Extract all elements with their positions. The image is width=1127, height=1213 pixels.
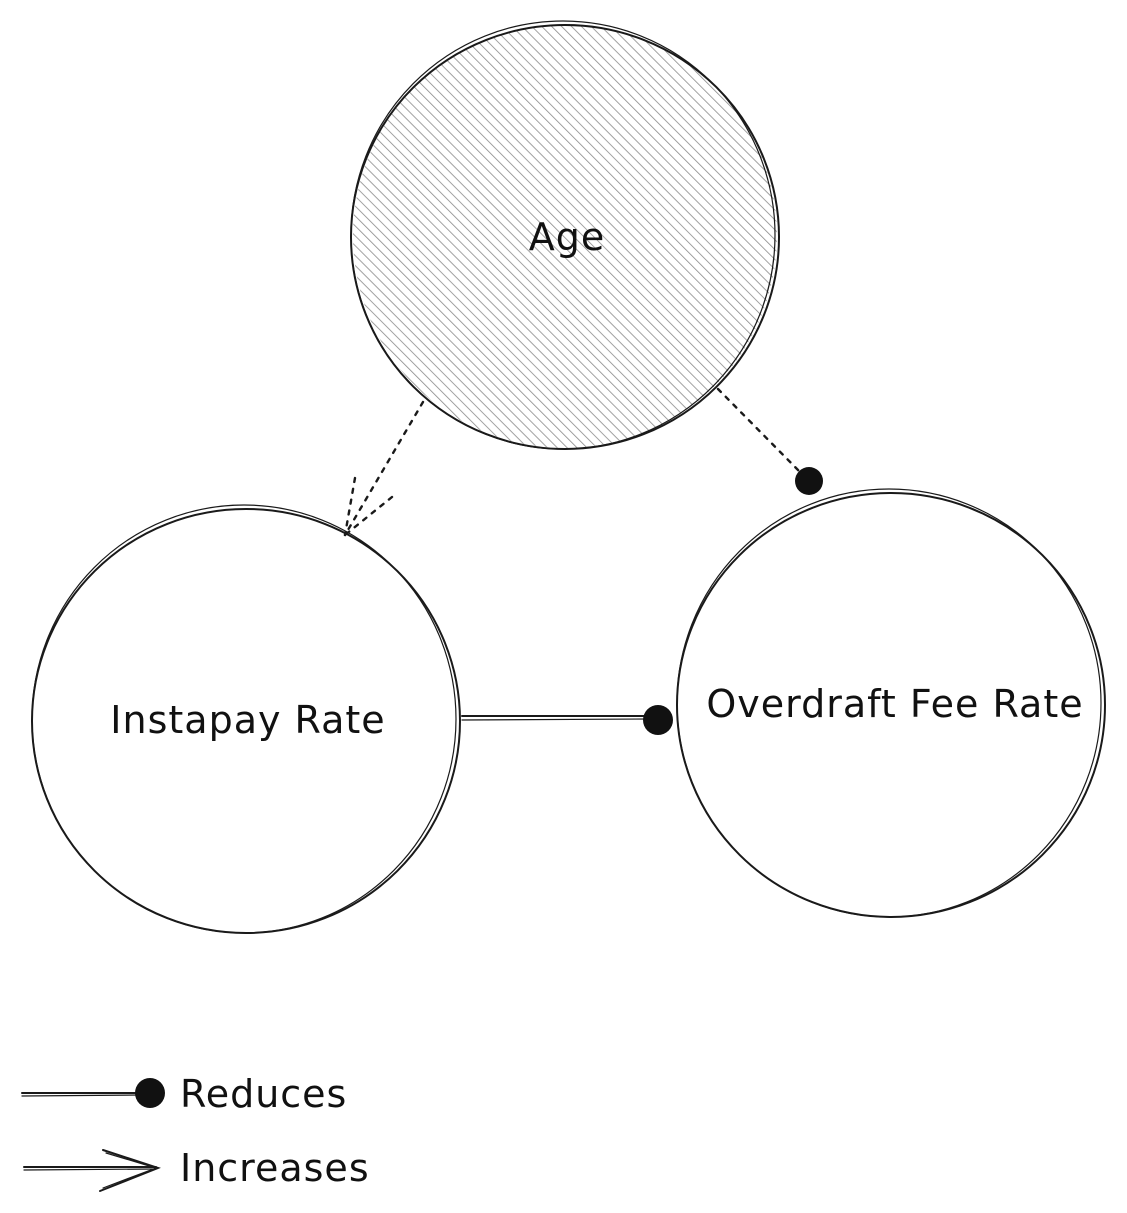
edge-instapay-overdraft-dot (643, 705, 673, 735)
edge-age-overdraft-dot (795, 467, 823, 495)
node-instapay-label: Instapay Rate (110, 698, 385, 742)
legend: Reduces Increases (21, 1072, 370, 1192)
node-instapay[interactable]: Instapay Rate (31, 504, 461, 934)
legend-reduces: Reduces (21, 1072, 347, 1116)
legend-reduces-label: Reduces (180, 1072, 347, 1116)
legend-increases-label: Increases (180, 1146, 370, 1190)
legend-increases-arrowhead (99, 1149, 161, 1192)
node-age-label: Age (529, 215, 606, 259)
legend-increases: Increases (23, 1146, 370, 1192)
edge-age-overdraft (716, 387, 823, 495)
node-overdraft-label: Overdraft Fee Rate (706, 682, 1083, 726)
node-overdraft[interactable]: Overdraft Fee Rate (676, 488, 1106, 918)
legend-reduces-dot (135, 1078, 165, 1108)
edge-instapay-overdraft (461, 705, 673, 735)
edge-age-instapay (343, 400, 425, 537)
node-age[interactable]: Age (350, 20, 780, 450)
